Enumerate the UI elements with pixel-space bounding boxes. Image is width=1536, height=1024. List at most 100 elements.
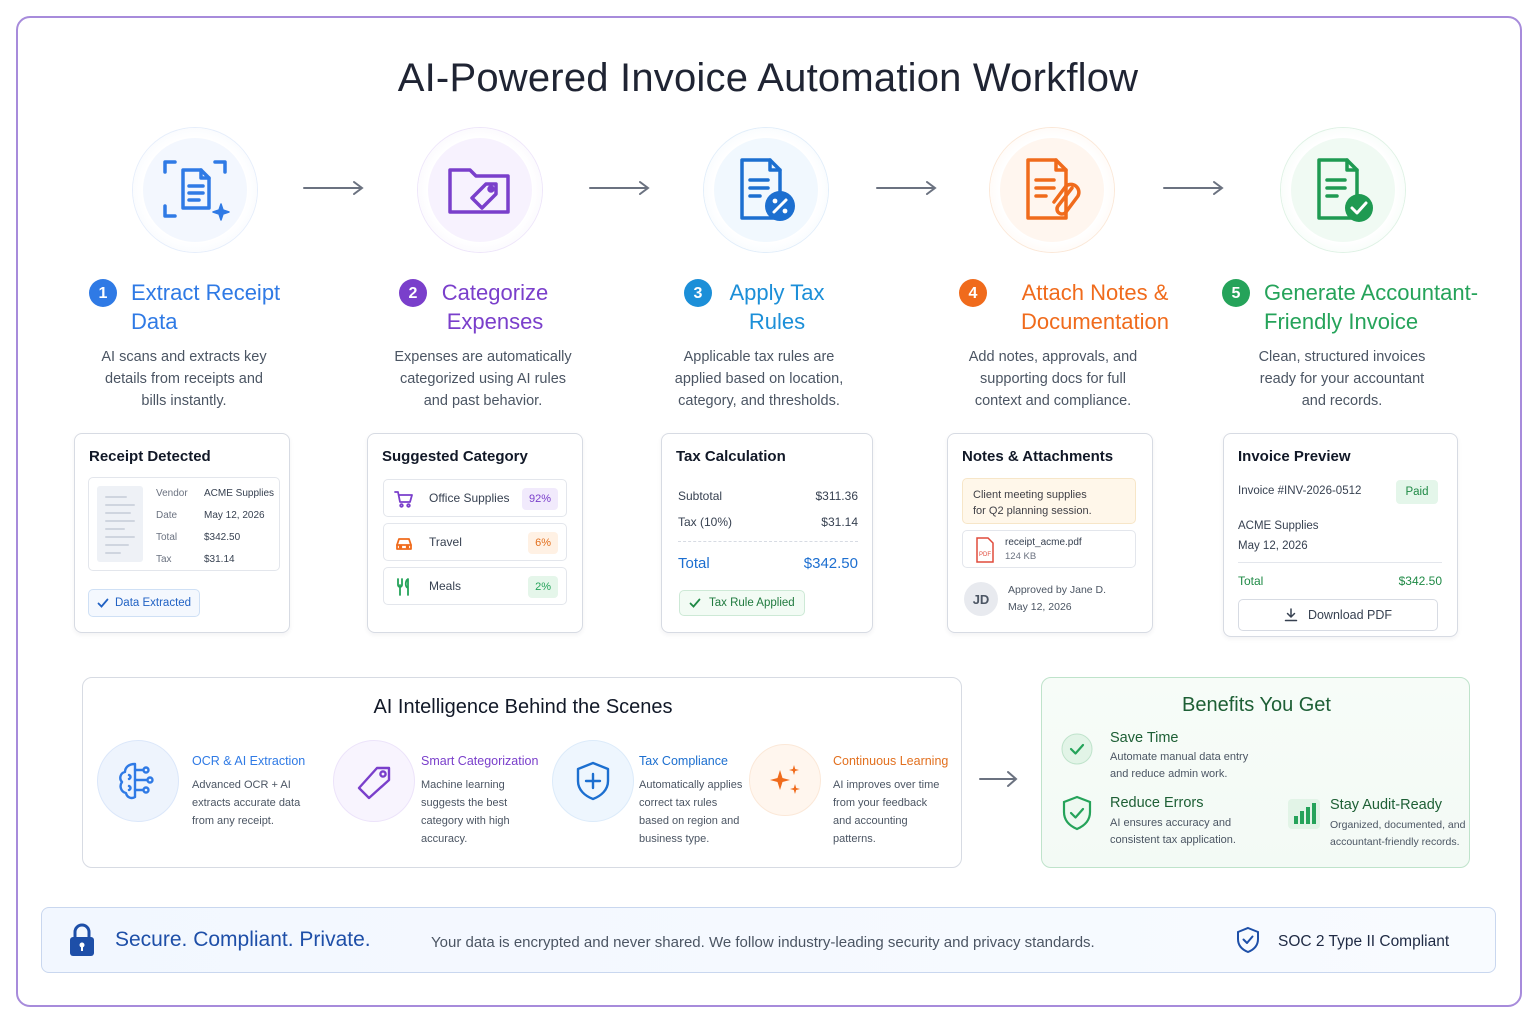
download-icon bbox=[1284, 608, 1298, 622]
subtotal-row: Subtotal$311.36 bbox=[678, 489, 858, 503]
tax-row: Tax (10%)$31.14 bbox=[678, 515, 858, 529]
brain-circuit-icon bbox=[119, 762, 154, 800]
receipt-thumbnail bbox=[97, 486, 143, 562]
step-4-heading: 4 Attach Notes &Documentation bbox=[959, 278, 1189, 336]
tax-value: $31.14 bbox=[204, 554, 235, 565]
security-banner: Secure. Compliant. Private. Your data is… bbox=[41, 907, 1496, 973]
step-4-number: 4 bbox=[959, 279, 987, 307]
car-icon bbox=[396, 538, 412, 550]
lock-icon bbox=[70, 923, 94, 956]
page-title: AI-Powered Invoice Automation Workflow bbox=[397, 56, 1139, 100]
date-value: May 12, 2026 bbox=[204, 510, 265, 521]
flow-arrow-3 bbox=[876, 181, 937, 195]
card-title: Tax Calculation bbox=[676, 448, 786, 465]
pdf-file-icon-label: PDF bbox=[979, 552, 991, 558]
download-pdf-button[interactable]: Download PDF bbox=[1238, 599, 1438, 631]
feature-tax-compliance-name: Tax Compliance bbox=[639, 754, 728, 768]
flow-arrow-1 bbox=[303, 181, 364, 195]
scan-document-sparkle-icon bbox=[163, 160, 230, 221]
step-3-icon-circle bbox=[704, 128, 828, 252]
benefit-reduce-errors-name: Reduce Errors bbox=[1110, 795, 1204, 811]
ai-panel-title: AI Intelligence Behind the Scenes bbox=[373, 696, 673, 718]
check-circle-icon bbox=[1061, 733, 1093, 765]
total-label: Total bbox=[156, 532, 178, 543]
invoice-vendor: ACME Supplies bbox=[1238, 520, 1319, 532]
tax-total-row: Total$342.50 bbox=[678, 555, 858, 572]
feature-ocr-name: OCR & AI Extraction bbox=[192, 754, 306, 768]
card-title: Suggested Category bbox=[382, 448, 528, 465]
card-title: Notes & Attachments bbox=[962, 448, 1114, 465]
data-extracted-badge: Data Extracted bbox=[88, 589, 201, 617]
check-icon bbox=[97, 598, 109, 608]
shield-check-icon bbox=[1062, 795, 1092, 831]
bar-chart-icon bbox=[1288, 799, 1320, 829]
invoice-preview-card: Invoice Preview Invoice #INV-2026-0512 P… bbox=[1223, 433, 1458, 637]
step-2-number: 2 bbox=[399, 279, 427, 307]
invoice-date: May 12, 2026 bbox=[1238, 540, 1308, 552]
tax-label: Tax bbox=[156, 554, 172, 565]
step-1-icon-circle bbox=[133, 128, 257, 252]
attachment-file[interactable]: PDF receipt_acme.pdf 124 KB bbox=[962, 530, 1136, 568]
flow-arrow-4 bbox=[1163, 181, 1224, 195]
continuous-learning-feature-icon-circle bbox=[749, 744, 821, 816]
feature-continuous-learning-name: Continuous Learning bbox=[833, 754, 949, 768]
step-5-number: 5 bbox=[1222, 279, 1250, 307]
ocr-feature-icon-circle bbox=[97, 740, 179, 822]
shield-check-icon bbox=[1237, 926, 1259, 954]
benefit-save-time-name: Save Time bbox=[1110, 730, 1179, 746]
folder-tag-icon bbox=[448, 168, 510, 214]
feature-categorization-name: Smart Categorization bbox=[421, 754, 539, 768]
vendor-value: ACME Supplies bbox=[204, 488, 275, 499]
shield-plus-icon bbox=[576, 761, 610, 801]
category-option-travel[interactable]: Travel 6% bbox=[383, 523, 567, 561]
pdf-file-icon: PDF bbox=[976, 537, 994, 563]
category-percent: 6% bbox=[528, 532, 558, 554]
security-text: Your data is encrypted and never shared.… bbox=[431, 934, 1095, 951]
tax-calculation-card: Tax Calculation Subtotal$311.36 Tax (10%… bbox=[661, 433, 873, 633]
category-percent: 2% bbox=[528, 576, 558, 598]
shopping-cart-icon bbox=[394, 491, 413, 508]
divider bbox=[678, 541, 858, 542]
suggested-category-card: Suggested Category Office Supplies 92% T… bbox=[367, 433, 583, 633]
category-option-office-supplies[interactable]: Office Supplies 92% bbox=[383, 479, 567, 517]
sparkles-icon bbox=[770, 765, 800, 794]
step-5-icon-circle bbox=[1281, 128, 1405, 252]
flow-arrow-to-benefits bbox=[979, 771, 1018, 787]
soc2-badge: SOC 2 Type II Compliant bbox=[1278, 933, 1450, 950]
approved-by: Approved by Jane D. bbox=[1008, 584, 1107, 596]
benefits-panel: Benefits You Get Save Time Automate manu… bbox=[1041, 677, 1470, 868]
category-percent: 92% bbox=[521, 488, 558, 510]
approved-date: May 12, 2026 bbox=[1008, 601, 1072, 613]
document-check-icon bbox=[1317, 158, 1373, 222]
document-paperclip-icon bbox=[1026, 158, 1081, 220]
avatar: JD bbox=[964, 582, 998, 616]
receipt-details: Vendor ACME Supplies Date May 12, 2026 T… bbox=[88, 477, 280, 571]
category-option-meals[interactable]: Meals 2% bbox=[383, 567, 567, 605]
categorization-feature-icon-circle bbox=[333, 740, 415, 822]
vendor-label: Vendor bbox=[156, 488, 188, 499]
tax-rule-applied-badge: Tax Rule Applied bbox=[679, 590, 805, 616]
check-icon bbox=[689, 598, 701, 608]
step-5-heading: 5 Generate Accountant-Friendly Invoice bbox=[1222, 278, 1482, 336]
security-title: Secure. Compliant. Private. bbox=[115, 928, 371, 951]
invoice-total-row: Total$342.50 bbox=[1238, 574, 1442, 588]
benefit-audit-ready-name: Stay Audit-Ready bbox=[1330, 797, 1443, 813]
status-badge: Paid bbox=[1396, 480, 1438, 504]
step-2-icon-circle bbox=[418, 128, 542, 252]
tax-compliance-feature-icon-circle bbox=[552, 740, 634, 822]
total-value: $342.50 bbox=[204, 532, 241, 543]
card-title: Receipt Detected bbox=[89, 448, 211, 465]
